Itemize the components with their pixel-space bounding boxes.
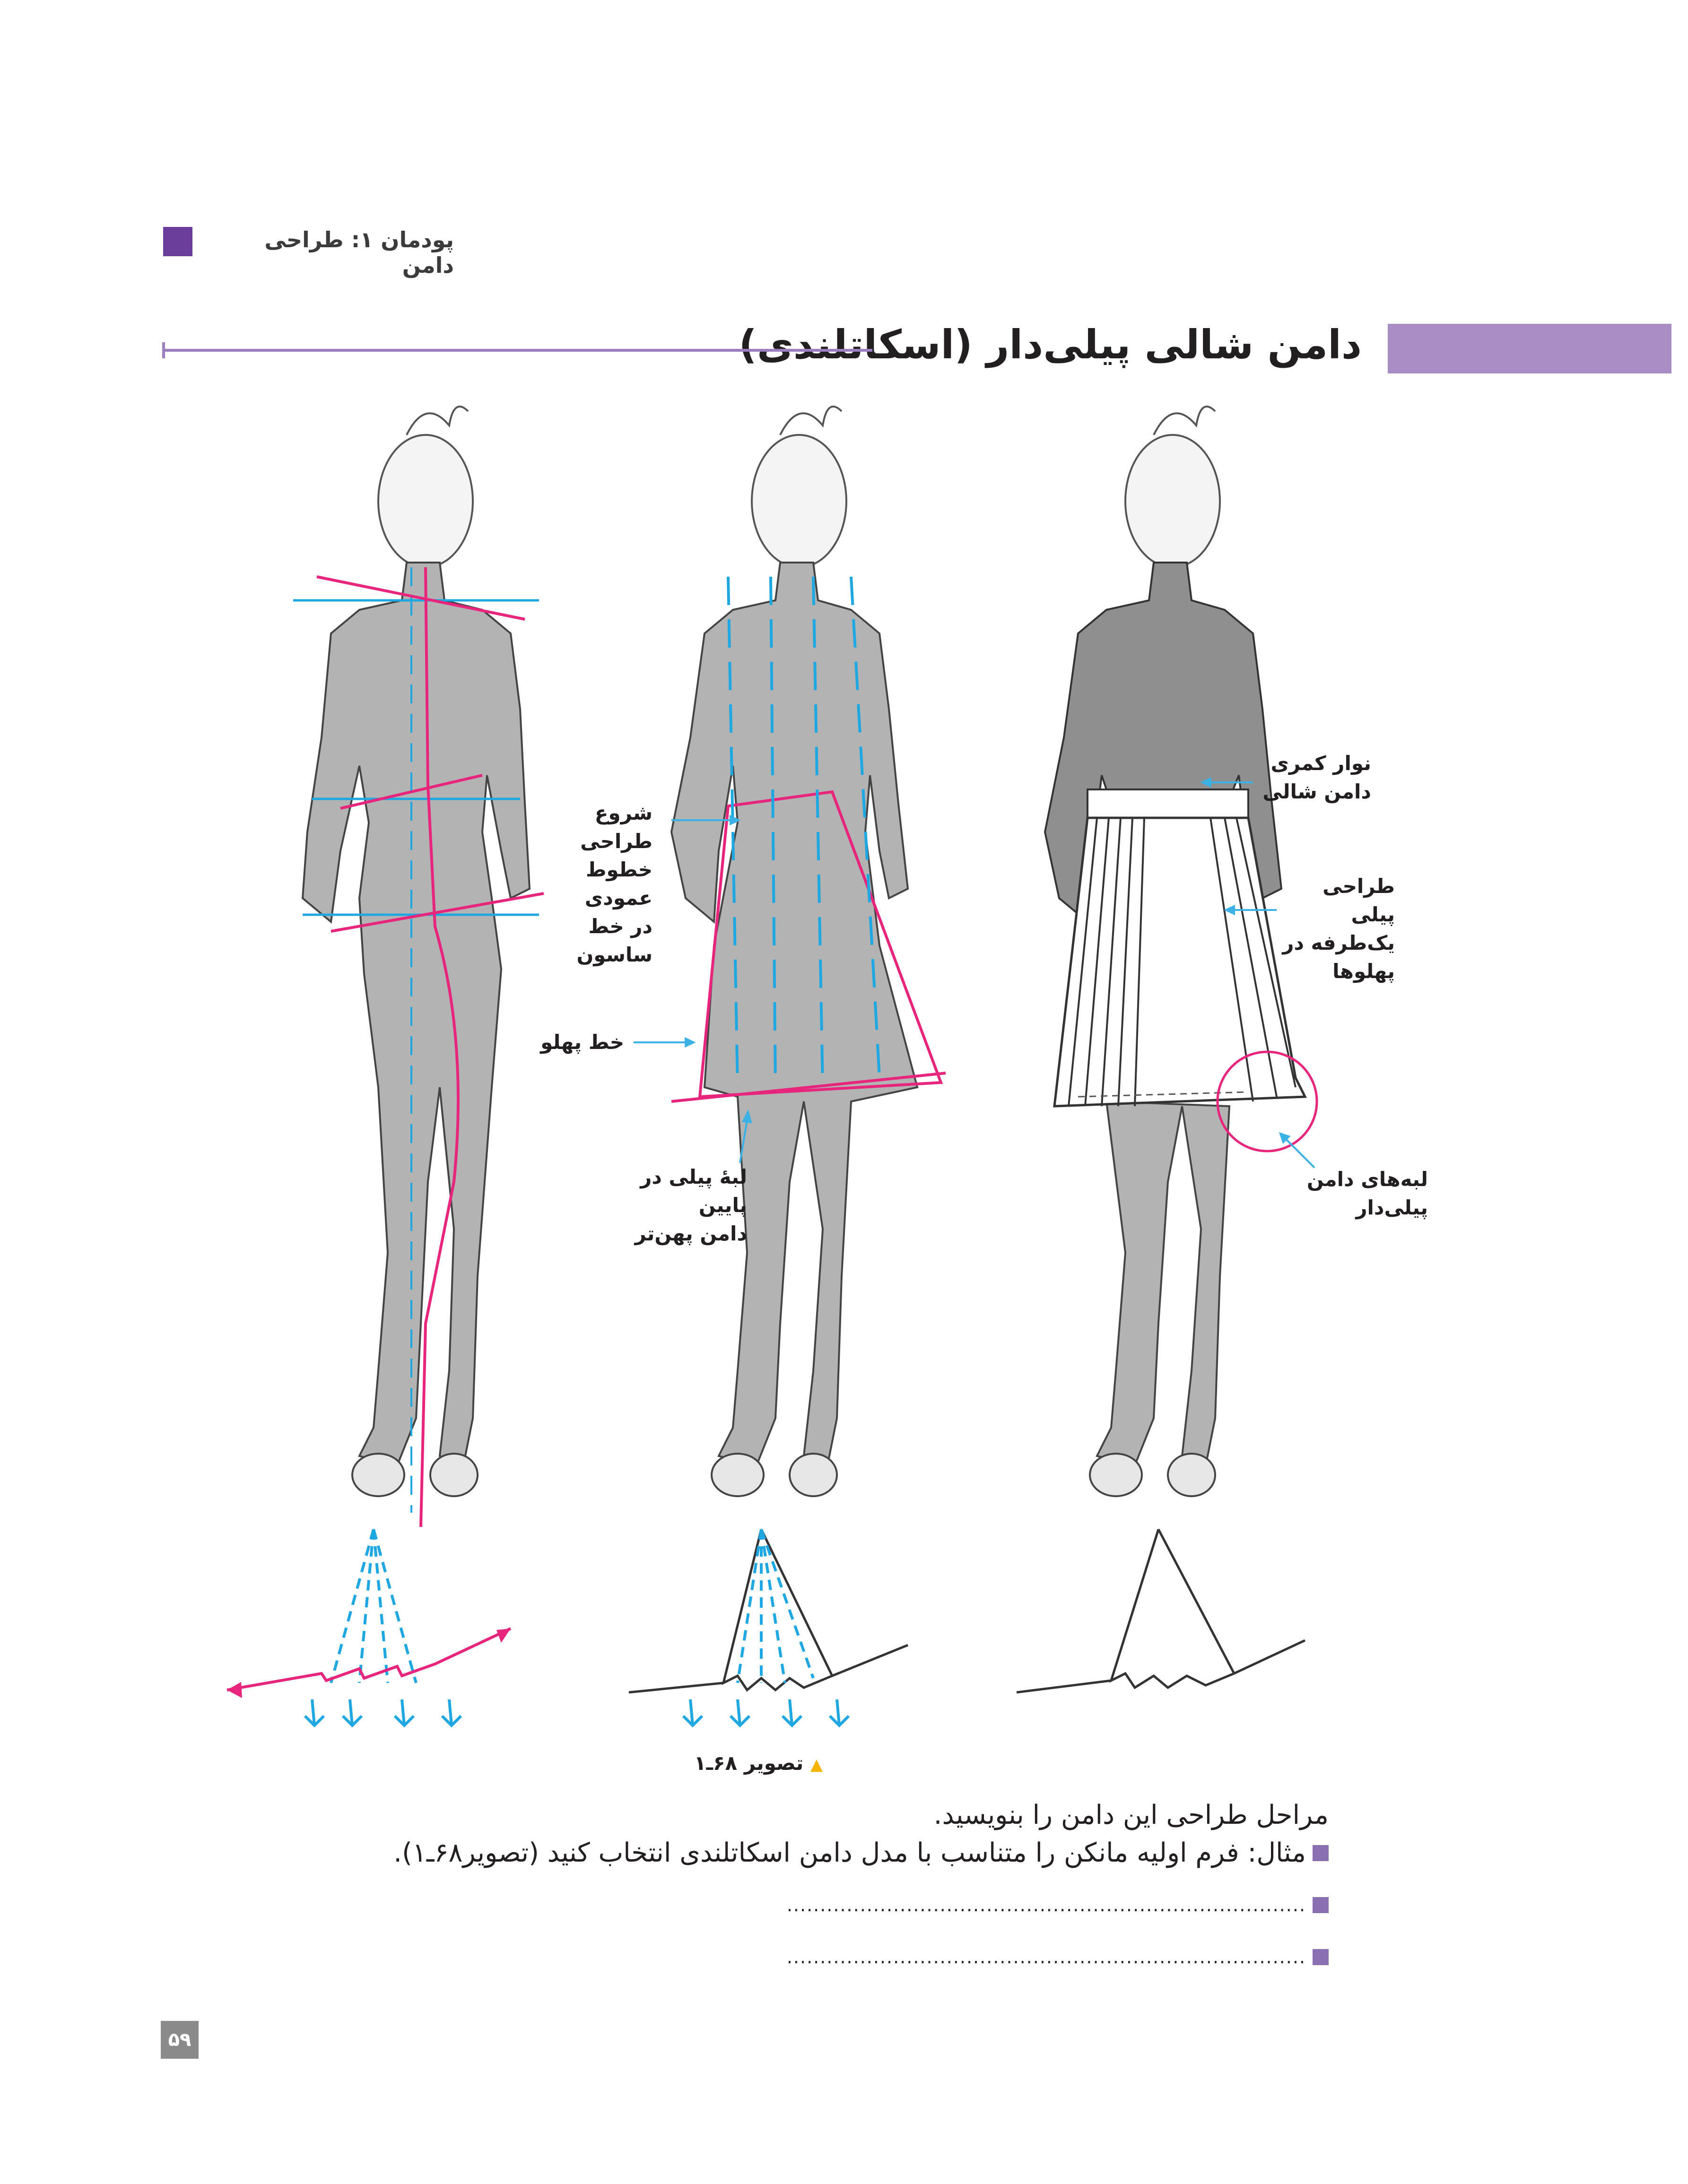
annotation-side-line: خط پهلو [540,1031,624,1054]
annotation-line: پهلوها [1332,960,1395,983]
mannequin-figure-3 [1044,406,1318,1497]
page-number: ۵۹ [161,2021,199,2059]
annotation-line: طراحی پیلی [1323,875,1395,926]
annotation-waistband: نوار کمری دامن شالی [1253,749,1371,806]
annotation-line: نوار کمری [1270,752,1371,775]
pleat-diagram-3 [1016,1528,1306,1694]
annotation-line: یک‌طرفه در [1282,931,1395,954]
bullet-icon [1313,1949,1329,1965]
pleat-diagram-1 [226,1529,512,1728]
mannequin-figure-1 [293,406,544,1527]
triangle-marker-icon: ▲ [810,1755,823,1774]
section-title: دامن شالی پیلی‌دار (اسکاتلندی) [739,321,1362,368]
annotation-line: دامن پهن‌تر [635,1222,747,1245]
pleat-diagram-2 [628,1528,908,1728]
annotation-pleated-hems: لبه‌های دامن پیلی‌دار [1306,1168,1428,1219]
annotation-line: لبهٔ پیلی در پایین [640,1165,747,1217]
figure-caption: ▲ تصویر ۶۸ـ۱ [653,1751,823,1775]
module-marker [163,227,192,256]
mannequin-figure-2 [670,406,946,1497]
figure-caption-text: تصویر ۶۸ـ۱ [694,1751,804,1775]
exercise-answer-line[interactable]: ........................................… [709,1886,1329,1924]
annotation-line: دامن شالی [1262,780,1371,803]
annotation-line: در خط ساسون [576,915,653,966]
annotation-line: خطوط عمودی [584,858,653,910]
exercise-item: مثال: فرم اولیه مانکن را متناسب با مدل د… [331,1834,1329,1872]
annotation-pleat-hem: لبهٔ پیلی در پایین دامن پهن‌تر [586,1163,747,1248]
section-title-bar [1388,324,1671,373]
module-label: پودمان ۱: طراحی دامن [264,227,454,278]
annotation-start-vertical-lines: شروع طراحی خطوط عمودی در خط ساسون [520,799,653,969]
bullet-icon [1313,1845,1329,1861]
annotation-line: شروع طراحی [580,801,653,853]
exercise-answer-line[interactable]: ........................................… [709,1938,1329,1976]
annotation-one-way-pleats: طراحی پیلی یک‌طرفه در پهلوها [1277,872,1395,986]
exercise-instruction: مراحل طراحی این دامن را بنویسید. [933,1800,1329,1830]
exercise-item-text: مثال: فرم اولیه مانکن را متناسب با مدل د… [393,1837,1306,1868]
section-title-rule-cap [162,342,165,358]
annotation-leaders [634,777,1315,1169]
section-title-rule [163,349,872,352]
answer-dots: ........................................… [786,1895,1306,1915]
bullet-icon [1313,1897,1329,1913]
answer-dots: ........................................… [786,1947,1306,1967]
